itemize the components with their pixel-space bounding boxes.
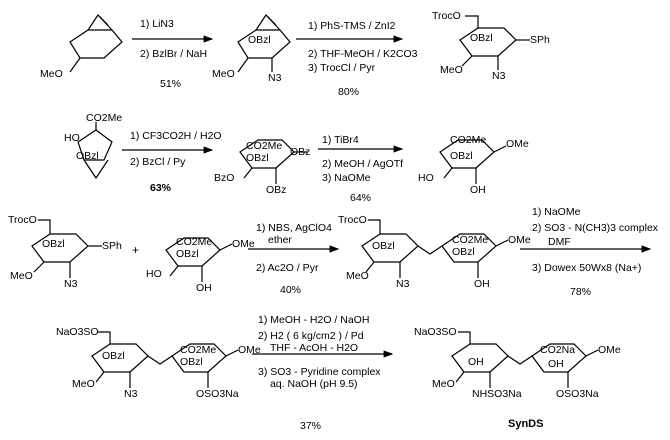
step7-condition-1: 1) MeOH - H2O / NaOH: [258, 314, 370, 326]
step5-condition-1: 1) NBS, AgClO4: [256, 222, 332, 234]
s5-co2me-label: CO2Me: [246, 140, 283, 152]
s9-oh-label: OH: [474, 278, 490, 290]
s11-ome-label: OMe: [598, 344, 621, 356]
step7-condition-3b: aq. NaOH (pH 9.5): [270, 378, 358, 390]
step3-yield: 63%: [150, 182, 172, 194]
s9-n3-label: N3: [396, 278, 410, 290]
structure-3-thioglycoside: [459, 15, 530, 70]
structure-7-donor: [31, 219, 102, 278]
s5-obz-label-2: OBz: [266, 184, 287, 196]
structure-5-dibenzoate: [239, 139, 308, 184]
step6-condition-3: 3) Dowex 50Wx8 (Na+): [532, 262, 642, 274]
s4-obzl-label: OBzl: [76, 150, 99, 162]
step6-condition-2: 2) SO3 - N(CH3)3 complex: [532, 222, 659, 234]
s2-n3-label: N3: [268, 72, 282, 84]
s5-obzl-label: OBzl: [246, 152, 269, 164]
s11-oh-label: OH: [468, 356, 484, 368]
plus-sign: +: [132, 243, 140, 257]
s2-obzl-label: OBzl: [248, 34, 271, 46]
s11-naso-label: NaO3SO: [414, 326, 457, 338]
s11-oso3na-label: OSO3Na: [556, 388, 599, 400]
s9-ome-label: OMe: [508, 234, 531, 246]
s4-co2me-label: CO2Me: [86, 112, 123, 124]
s6-oh-label: OH: [470, 184, 486, 196]
s10-obzl-label: OBzl: [102, 350, 125, 362]
step1-yield: 51%: [160, 78, 182, 90]
s8-ome-label: OMe: [232, 238, 255, 250]
step2-condition-2: 2) THF-MeOH / K2CO3: [308, 48, 418, 60]
step1-condition-1: 1) LiN3: [140, 18, 174, 30]
s10-naso-label: NaO3SO: [56, 326, 99, 338]
s7-troco-label: TrocO: [8, 214, 37, 226]
s11-co2na-label: CO2Na: [540, 344, 576, 356]
s3-sph-label: SPh: [530, 34, 550, 46]
structure-8-acceptor: [165, 237, 233, 282]
step7-condition-2b: THF - AcOH - H2O: [270, 342, 359, 354]
step4-yield: 64%: [350, 192, 372, 204]
structure-4-furanose: [77, 122, 113, 180]
step5-condition-1b: ether: [268, 234, 292, 246]
structure-10-sulfated-disaccharide: [91, 331, 239, 388]
s11-oh2-label: OH: [548, 358, 564, 370]
s10-co2me-label: CO2Me: [180, 344, 217, 356]
step4-condition-1: 1) TiBr4: [322, 134, 359, 146]
step4-condition-3: 3) NaOMe: [322, 172, 371, 184]
s7-n3-label: N3: [64, 278, 78, 290]
s10-meo-label: MeO: [72, 378, 95, 390]
product-name: SynDS: [508, 418, 544, 430]
step6-condition-1: 1) NaOMe: [532, 206, 581, 218]
s10-n3-label: N3: [124, 388, 138, 400]
structure-6-methyl-glycoside: [439, 139, 507, 184]
s6-obzl-label: OBzl: [450, 150, 473, 162]
structure-9-disaccharide: [361, 219, 509, 278]
step7-condition-3: 3) SO3 - Pyridine complex: [258, 366, 381, 378]
s10-oso3na-label: OSO3Na: [196, 388, 239, 400]
s6-ho-label: HO: [418, 172, 434, 184]
step6-condition-2b: DMF: [548, 236, 571, 248]
s8-co2me-label: CO2Me: [176, 236, 213, 248]
s9-obzl-label: OBzl: [372, 240, 395, 252]
structure-1-anhydro-sugar: [69, 14, 123, 73]
s3-n3-label: N3: [492, 70, 506, 82]
s10-obzl2-label: OBzl: [180, 356, 203, 368]
s9-meo-label: MeO: [346, 270, 369, 282]
step2-condition-3: 3) TrocCl / Pyr: [308, 62, 376, 74]
structure-11-synds: [451, 331, 599, 388]
s9-co2me-label: CO2Me: [452, 234, 489, 246]
s1-meo-label: MeO: [40, 68, 63, 80]
step6-yield: 78%: [570, 286, 592, 298]
structure-2-azido-sugar: [237, 14, 291, 73]
s2-meo-label: MeO: [212, 68, 235, 80]
s6-ome-label: OMe: [506, 138, 529, 150]
s3-obzl-label: OBzl: [470, 32, 493, 44]
s7-meo-label: MeO: [10, 270, 33, 282]
s8-ho-label: HO: [146, 268, 162, 280]
s7-obzl-label: OBzl: [42, 238, 65, 250]
step7-condition-2: 2) H2 ( 6 kg/cm2 ) / Pd: [258, 330, 364, 342]
s8-oh-label: OH: [196, 282, 212, 294]
step4-condition-2: 2) MeOH / AgOTf: [322, 158, 404, 170]
s5-bzo-label: BzO: [214, 172, 235, 184]
step5-condition-2: 2) Ac2O / Pyr: [256, 262, 319, 274]
step1-condition-2: 2) BzlBr / NaH: [140, 48, 208, 60]
s11-nhso3na-label: NHSO3Na: [472, 388, 522, 400]
s10-ome-label: OMe: [238, 344, 261, 356]
s3-troco-label: TrocO: [432, 10, 461, 22]
s9-obzl2-label: OBzl: [452, 246, 475, 258]
step3-condition-2: 2) BzCl / Py: [130, 156, 186, 168]
step7-yield: 37%: [300, 420, 322, 432]
s11-meo-label: MeO: [432, 378, 455, 390]
step2-condition-1: 1) PhS-TMS / ZnI2: [308, 20, 396, 32]
step3-condition-1: 1) CF3CO2H / H2O: [130, 130, 222, 142]
s3-meo-label: MeO: [440, 64, 463, 76]
s5-obz-label-1: OBz: [290, 146, 311, 158]
s6-co2me-label: CO2Me: [450, 134, 487, 146]
s4-ho-label: HO: [64, 132, 80, 144]
s8-obzl-label: OBzl: [176, 248, 199, 260]
s7-sph-label: SPh: [102, 240, 122, 252]
step2-yield: 80%: [338, 86, 360, 98]
s9-troco-label: TrocO: [338, 214, 367, 226]
step5-yield: 40%: [280, 284, 302, 296]
